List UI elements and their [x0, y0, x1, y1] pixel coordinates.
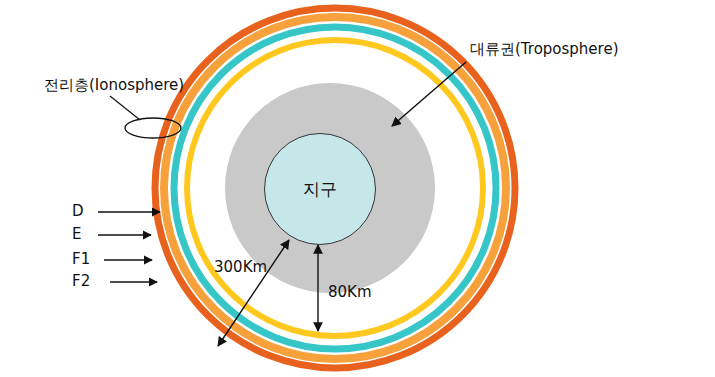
pointer-arrow	[104, 259, 152, 260]
layer-title: 대류권(Troposphere)	[470, 40, 619, 58]
layer-letter: F1	[72, 250, 90, 268]
dimension-arrow	[317, 245, 318, 331]
layer-letter: E	[72, 225, 81, 243]
layer-letter: D	[72, 202, 84, 220]
dimension-label: 300Km	[214, 258, 267, 276]
node-text: 지구	[303, 178, 337, 201]
earth-circle: 지구	[264, 133, 376, 245]
pointer-arrow	[98, 211, 160, 212]
f2-ring	[155, 8, 515, 368]
leader-line	[110, 96, 140, 120]
e-ring	[174, 27, 496, 349]
dimension-label: 80Km	[328, 283, 372, 301]
pointer-arrow	[98, 234, 151, 235]
pointer-arrow	[110, 281, 157, 282]
ionosphere-marker	[125, 118, 181, 138]
d-ring	[187, 40, 483, 336]
f1-ring	[164, 17, 506, 359]
layer-letter: F2	[72, 272, 90, 290]
layer-title: 전리층(Ionosphere)	[44, 76, 184, 94]
dimension-arrow	[218, 240, 289, 346]
pointer-arrow	[392, 62, 466, 126]
